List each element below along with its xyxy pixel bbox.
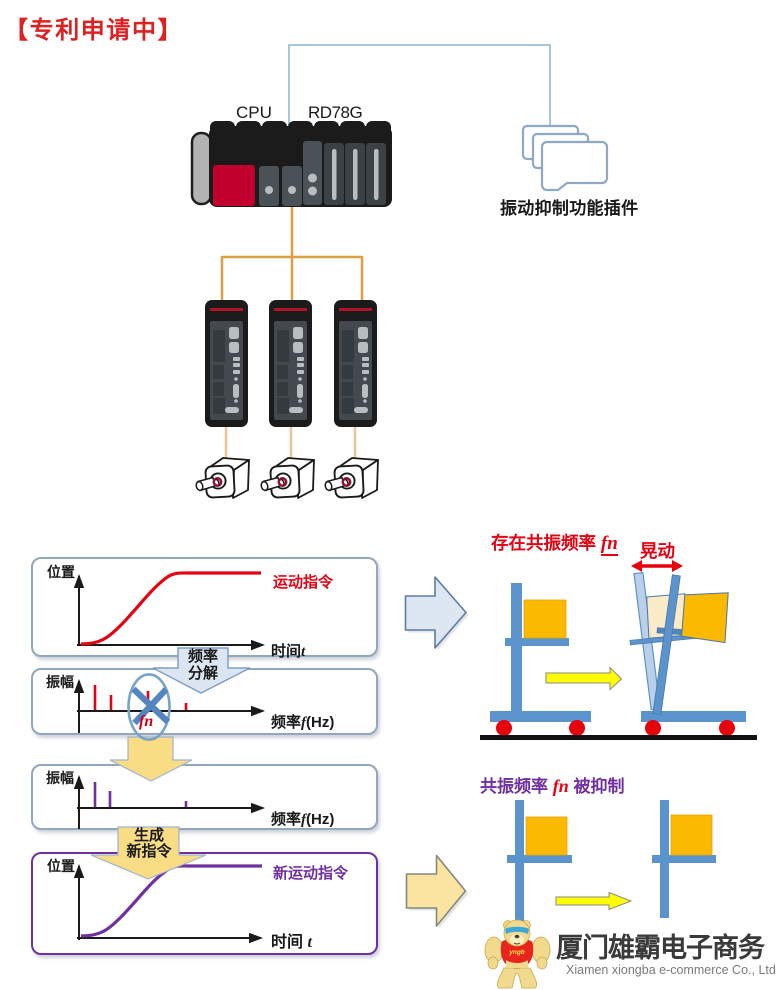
svg-text:yngb: yngb <box>508 949 525 956</box>
